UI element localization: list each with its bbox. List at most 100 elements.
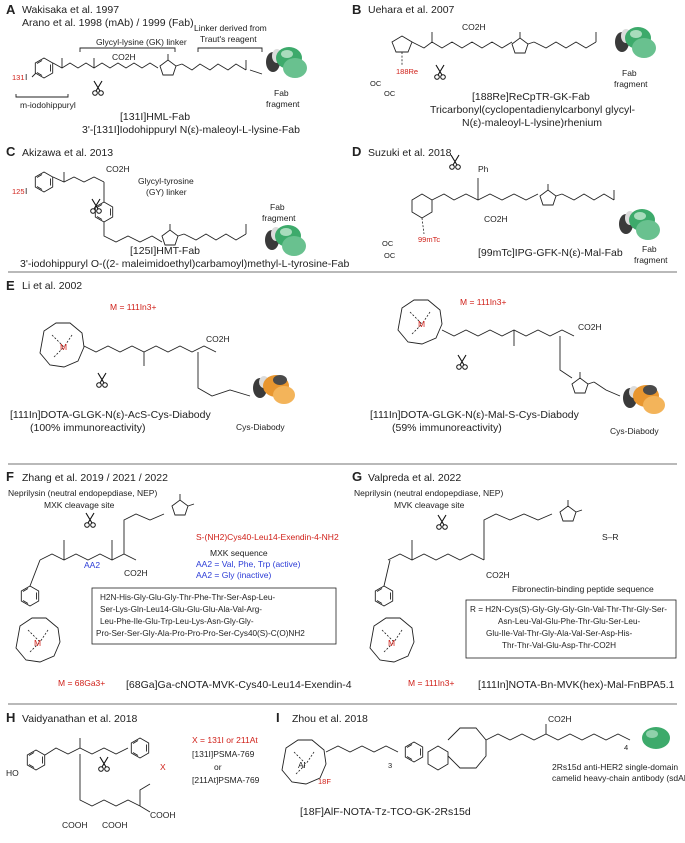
panel-letter-h: H — [6, 710, 15, 725]
traut-label-2: Traut's reagent — [200, 34, 257, 44]
panel-h-cooh-1: COOH — [62, 820, 88, 830]
panel-e-cys-2: Cys-Diabody — [610, 426, 659, 436]
panel-f-aa2: AA2 — [84, 560, 100, 570]
panel-g-title: Valpreda et al. 2022 — [368, 472, 461, 484]
panel-b-name-1: [188Re]ReCpTR-GK-Fab — [472, 91, 590, 103]
panel-e-metal-1: M — [60, 342, 67, 352]
panel-letter-g: G — [352, 469, 362, 484]
fn-seq-3: Glu-Ile-Val-Thr-Gly-Ala-Val-Ser-Asp-His- — [486, 629, 632, 638]
exendin-seq-3: Leu-Phe-Ile-Glu-Trp-Leu-Lys-Asn-Gly-Gly- — [100, 617, 254, 626]
panel-g-name: [111In]NOTA-Bn-MVK(hex)-Mal-FnBPA5.1 — [478, 679, 675, 691]
panel-f-metal: M — [34, 638, 41, 648]
fn-seq-4: Thr-Thr-Val-Glu-Asp-Thr-CO2H — [502, 641, 616, 650]
panel-e-name-1b: (100% immunoreactivity) — [30, 422, 146, 434]
panel-f-metal-def: M = 68Ga3+ — [58, 678, 105, 688]
fn-seq-2: Asn-Leu-Val-Glu-Phe-Thr-Glu-Ser-Leu- — [498, 617, 641, 626]
peg-subscript-3: 3 — [388, 761, 392, 770]
panel-c-fab-2: fragment — [262, 213, 296, 223]
exendin-seq-4: Pro-Ser-Ser-Gly-Ala-Pro-Pro-Pro-Ser-Cys4… — [96, 629, 305, 638]
panel-d-title: Suzuki et al. 2018 — [368, 147, 452, 159]
panel-letter-d: D — [352, 144, 361, 159]
gy-linker-2: (GY) linker — [146, 187, 187, 197]
panel-f-title: Zhang et al. 2019 / 2021 / 2022 — [22, 472, 168, 484]
panel-b-title: Uehara et al. 2007 — [368, 4, 455, 16]
panel-f-site: MXK cleavage site — [44, 500, 115, 510]
panel-a-name-2: 3'-[131I]Iodohippuryl N(ε)-maleoyl-L-lys… — [82, 124, 300, 136]
tc-carbonyl-2: OC — [384, 251, 396, 260]
sdab-label-2: camelid heavy-chain antibody (sdAb) — [552, 773, 685, 783]
fn-seq-1: R = H2N-Cys(S)-Gly-Gly-Gly-Gln-Val-Thr-T… — [470, 605, 667, 614]
panel-b-fab-2: fragment — [614, 79, 648, 89]
panel-g-metal: M — [388, 638, 395, 648]
aluminium-label: Al — [298, 760, 306, 770]
sdab-shape — [642, 727, 670, 749]
gy-linker-1: Glycyl-tyrosine — [138, 176, 194, 186]
panel-h-cooh-2: COOH — [102, 820, 128, 830]
carbonyl-1: OC — [370, 79, 382, 88]
panel-letter-b: B — [352, 2, 361, 17]
panel-h-title: Vaidyanathan et al. 2018 — [22, 713, 138, 725]
panel-f-enzyme: Neprilysin (neutral endopepdiase, NEP) — [8, 488, 157, 498]
panel-c-name-1: [125I]HMT-Fab — [130, 245, 200, 257]
panel-e-metal-def-2: M = 111In3+ — [460, 297, 507, 307]
panel-e-metal-2: M — [418, 319, 425, 329]
panel-b: B Uehara et al. 2007 188Re OC OC CO2H Fa… — [352, 2, 656, 129]
panel-a-fab-2: fragment — [266, 99, 300, 109]
traut-label-1: Linker derived from — [194, 23, 267, 33]
panel-d-fab-1: Fab — [642, 244, 657, 254]
panel-i-name: [18F]AlF-NOTA-Tz-TCO-GK-2Rs15d — [300, 806, 471, 818]
panel-h-cooh-3: COOH — [150, 810, 176, 820]
panel-a-title-1: Wakisaka et al. 1997 — [22, 4, 119, 16]
exendin-seq-1: H2N-His-Gly-Glu-Gly-Thr-Phe-Thr-Ser-Asp-… — [100, 593, 275, 602]
panel-e: E Li et al. 2002 M = 111In3+ M CO2H [111… — [6, 278, 665, 436]
panel-a-cooh: CO2H — [112, 52, 136, 62]
panel-h-name-2: [211At]PSMA-769 — [192, 775, 260, 785]
panel-e-name-2b: (59% immunoreactivity) — [392, 422, 502, 434]
panel-e-name-2a: [111In]DOTA-GLGK-N(ε)-Mal-S-Cys-Diabody — [370, 409, 580, 421]
mxk-sequence-head: MXK sequence — [210, 548, 268, 558]
fibronectin-label: Fibronectin-binding peptide sequence — [512, 584, 654, 594]
tc-carbonyl-1: OC — [382, 239, 394, 248]
iodine-isotope: 131 — [12, 73, 25, 82]
panel-letter-i: I — [276, 710, 280, 725]
panel-c-cooh: CO2H — [106, 164, 130, 174]
iodine-125-element: I — [25, 186, 27, 196]
panel-g-site: MVK cleavage site — [394, 500, 465, 510]
panel-b-fab-1: Fab — [622, 68, 637, 78]
panel-h-name-1: [131I]PSMA-769 — [192, 749, 255, 759]
panel-e-cys-1: Cys-Diabody — [236, 422, 285, 432]
panel-i-cooh: CO2H — [548, 714, 572, 724]
carbonyl-2: OC — [384, 89, 396, 98]
panel-a-title-2: Arano et al. 1998 (mAb) / 1999 (Fab) — [22, 17, 194, 29]
panel-d-name: [99mTc]IPG-GFK-N(ε)-Mal-Fab — [478, 247, 623, 259]
panel-b-name-3: N(ε)-maleoyl-L-lysine)rhenium — [462, 117, 602, 129]
peg-subscript-4: 4 — [624, 743, 628, 752]
panel-e-metal-def-1: M = 111In3+ — [110, 302, 157, 312]
gk-linker-label: Glycyl-lysine (GK) linker — [96, 37, 187, 47]
halogen-x: X — [160, 762, 166, 772]
panel-d-cooh: CO2H — [484, 214, 508, 224]
panel-f-name: [68Ga]Ga-cNOTA-MVK-Cys40-Leu14-Exendin-4 — [126, 679, 352, 691]
technetium-label: 99mTc — [418, 235, 440, 244]
panel-letter-e: E — [6, 278, 15, 293]
m-iodohippuryl-label: m-iodohippuryl — [20, 100, 76, 110]
exendin-seq-2: Ser-Lys-Gln-Leu14-Glu-Glu-Glu-Ala-Val-Ar… — [100, 605, 262, 614]
panel-e-title: Li et al. 2002 — [22, 280, 82, 292]
panel-letter-c: C — [6, 144, 16, 159]
panel-c-fab-1: Fab — [270, 202, 285, 212]
panel-h-or: or — [214, 762, 222, 772]
panel-c-name-2: 3'-iodohippuryl O-((2- maleimidoethyl)ca… — [20, 258, 350, 270]
panel-d-fab-2: fragment — [634, 255, 668, 265]
panel-g-sr: S–R — [602, 532, 619, 542]
panel-h: H Vaidyanathan et al. 2018 HO X COOH COO… — [6, 710, 260, 830]
panel-g-cooh: CO2H — [486, 570, 510, 580]
panel-f: F Zhang et al. 2019 / 2021 / 2022 Nepril… — [6, 469, 352, 691]
rhenium-label: 188Re — [396, 67, 418, 76]
aa2-inactive: AA2 = Gly (inactive) — [196, 570, 272, 580]
panel-i: I Zhou et al. 2018 Al 18F 3 CO2H 4 2Rs15… — [276, 710, 685, 818]
panel-a: A Wakisaka et al. 1997 Arano et al. 1998… — [6, 2, 307, 136]
panel-g-enzyme: Neprilysin (neutral endopepdiase, NEP) — [354, 488, 503, 498]
phenyl-label: Ph — [478, 164, 489, 174]
panel-f-conj: S-(NH2)Cys40-Leu14-Exendin-4-NH2 — [196, 532, 339, 542]
panel-b-cooh: CO2H — [462, 22, 486, 32]
